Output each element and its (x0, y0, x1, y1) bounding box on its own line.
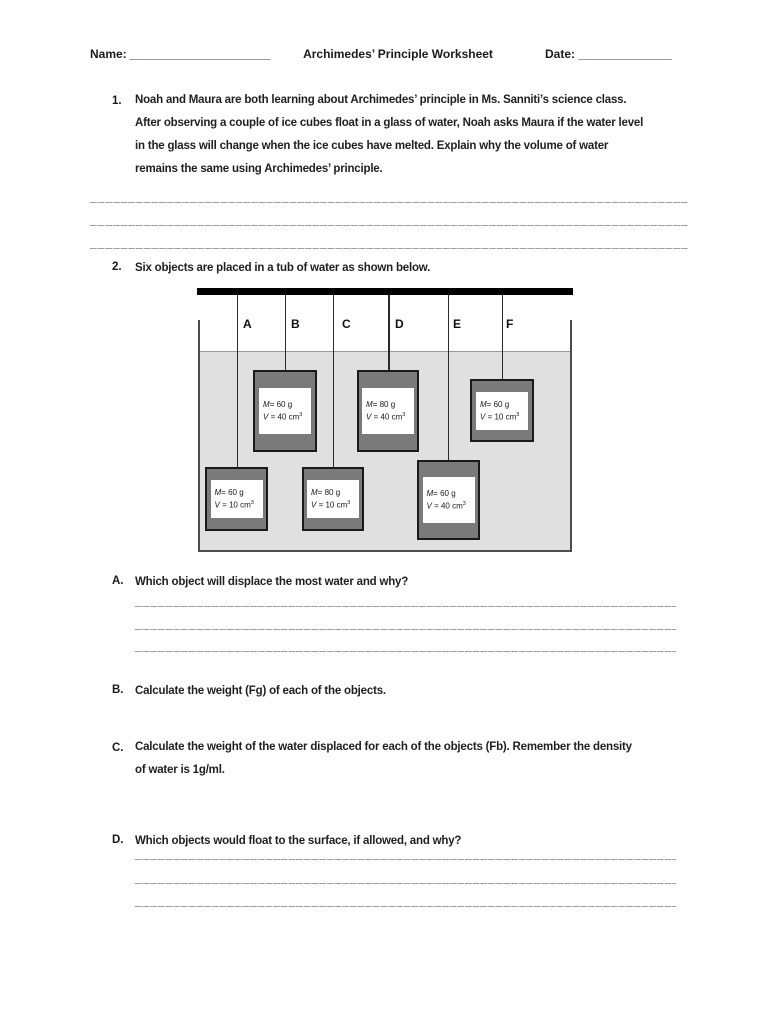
section-a-text: Which object will displace the most wate… (135, 575, 408, 589)
question-1-line: in the glass will change when the ice cu… (135, 140, 609, 152)
object-mass: M= 80 g (366, 400, 396, 410)
hanger-label-e: E (453, 317, 462, 331)
section-c-line: Calculate the weight of the water displa… (135, 741, 632, 753)
name-field: Name: _____________________ (90, 47, 270, 61)
hanger-label-b: B (291, 317, 300, 331)
object-mass: M= 60 g (426, 489, 456, 499)
date-blank-line: ______________ (578, 47, 672, 61)
hanger-label-a: A (243, 317, 252, 331)
answer-line: ________________________________________… (135, 871, 676, 885)
section-a-line: Which object will displace the most wate… (135, 576, 409, 588)
answer-line: ________________________________________… (135, 894, 676, 908)
string-b (285, 295, 286, 370)
object-d: M= 80 g V = 40 cm3 (357, 370, 419, 452)
answer-line: ________________________________________… (90, 236, 688, 250)
string-c (333, 295, 334, 467)
question-1-number: 1. (112, 95, 122, 107)
section-c-line: of water is 1g/ml. (135, 764, 225, 776)
object-b-label: M= 60 g V = 40 cm3 (259, 388, 311, 434)
object-e-label: M= 60 g V = 40 cm3 (422, 477, 475, 523)
tub-diagram: A B C D E F M= 60 g V = 40 cm3 M= 80 g V… (190, 284, 580, 564)
object-c-label: M= 80 g V = 10 cm3 (307, 480, 359, 518)
answer-line: ________________________________________… (135, 847, 676, 861)
string-f (502, 295, 503, 379)
section-a-label: A. (112, 575, 124, 587)
object-f-label: M= 60 g V = 10 cm3 (476, 391, 528, 430)
object-volume: V = 10 cm3 (214, 500, 254, 510)
object-volume: V = 40 cm3 (366, 412, 406, 422)
object-a: M= 60 g V = 10 cm3 (205, 467, 268, 531)
name-label: Name: (90, 47, 127, 61)
hanger-label-d: D (395, 317, 404, 331)
question-1-text: Noah and Maura are both learning about A… (135, 89, 643, 181)
object-e: M= 60 g V = 40 cm3 (417, 460, 480, 540)
answer-line: ________________________________________… (135, 639, 676, 653)
answer-line: ________________________________________… (135, 617, 676, 631)
section-d-line: Which objects would float to the surface… (135, 835, 462, 847)
support-beam (197, 288, 573, 295)
object-volume: V = 10 cm3 (311, 500, 351, 510)
section-c-text: Calculate the weight of the water displa… (135, 736, 632, 782)
section-b-label: B. (112, 684, 124, 696)
answer-line: ________________________________________… (90, 213, 688, 227)
section-b-text: Calculate the weight (Fg) of each of the… (135, 684, 386, 698)
question-2-line: Six objects are placed in a tub of water… (135, 262, 431, 274)
object-mass: M= 60 g (480, 399, 510, 409)
section-d-text: Which objects would float to the surface… (135, 834, 461, 848)
object-mass: M= 60 g (263, 400, 293, 410)
object-d-label: M= 80 g V = 40 cm3 (362, 388, 414, 434)
section-d-label: D. (112, 834, 124, 846)
question-1-line: Noah and Maura are both learning about A… (135, 94, 627, 106)
object-a-label: M= 60 g V = 10 cm3 (210, 480, 263, 518)
string-d (388, 295, 390, 370)
string-a (237, 295, 238, 467)
object-mass: M= 60 g (214, 488, 244, 498)
date-label: Date: (545, 47, 576, 61)
question-2-number: 2. (112, 261, 122, 273)
answer-line: ________________________________________… (90, 190, 688, 204)
section-b-line: Calculate the weight (Fg) of each of the… (135, 685, 386, 697)
page-title: Archimedes’ Principle Worksheet (303, 47, 493, 61)
object-b: M= 60 g V = 40 cm3 (253, 370, 317, 452)
date-field: Date: ______________ (545, 47, 672, 61)
question-1-line: After observing a couple of ice cubes fl… (135, 117, 644, 129)
object-volume: V = 40 cm3 (263, 412, 303, 422)
hanger-label-f: F (506, 317, 514, 331)
object-volume: V = 40 cm3 (426, 501, 466, 511)
object-mass: M= 80 g (311, 488, 341, 498)
name-blank-line: _____________________ (130, 47, 271, 61)
section-c-label: C. (112, 742, 124, 754)
answer-line: ________________________________________… (135, 594, 676, 608)
string-e (448, 295, 449, 460)
object-volume: V = 10 cm3 (480, 411, 520, 422)
tub (198, 320, 572, 552)
object-f: M= 60 g V = 10 cm3 (470, 379, 534, 442)
object-c: M= 80 g V = 10 cm3 (302, 467, 364, 531)
hanger-label-c: C (342, 317, 351, 331)
question-2-text: Six objects are placed in a tub of water… (135, 261, 430, 275)
question-1-line: remains the same using Archimedes’ princ… (135, 163, 383, 175)
